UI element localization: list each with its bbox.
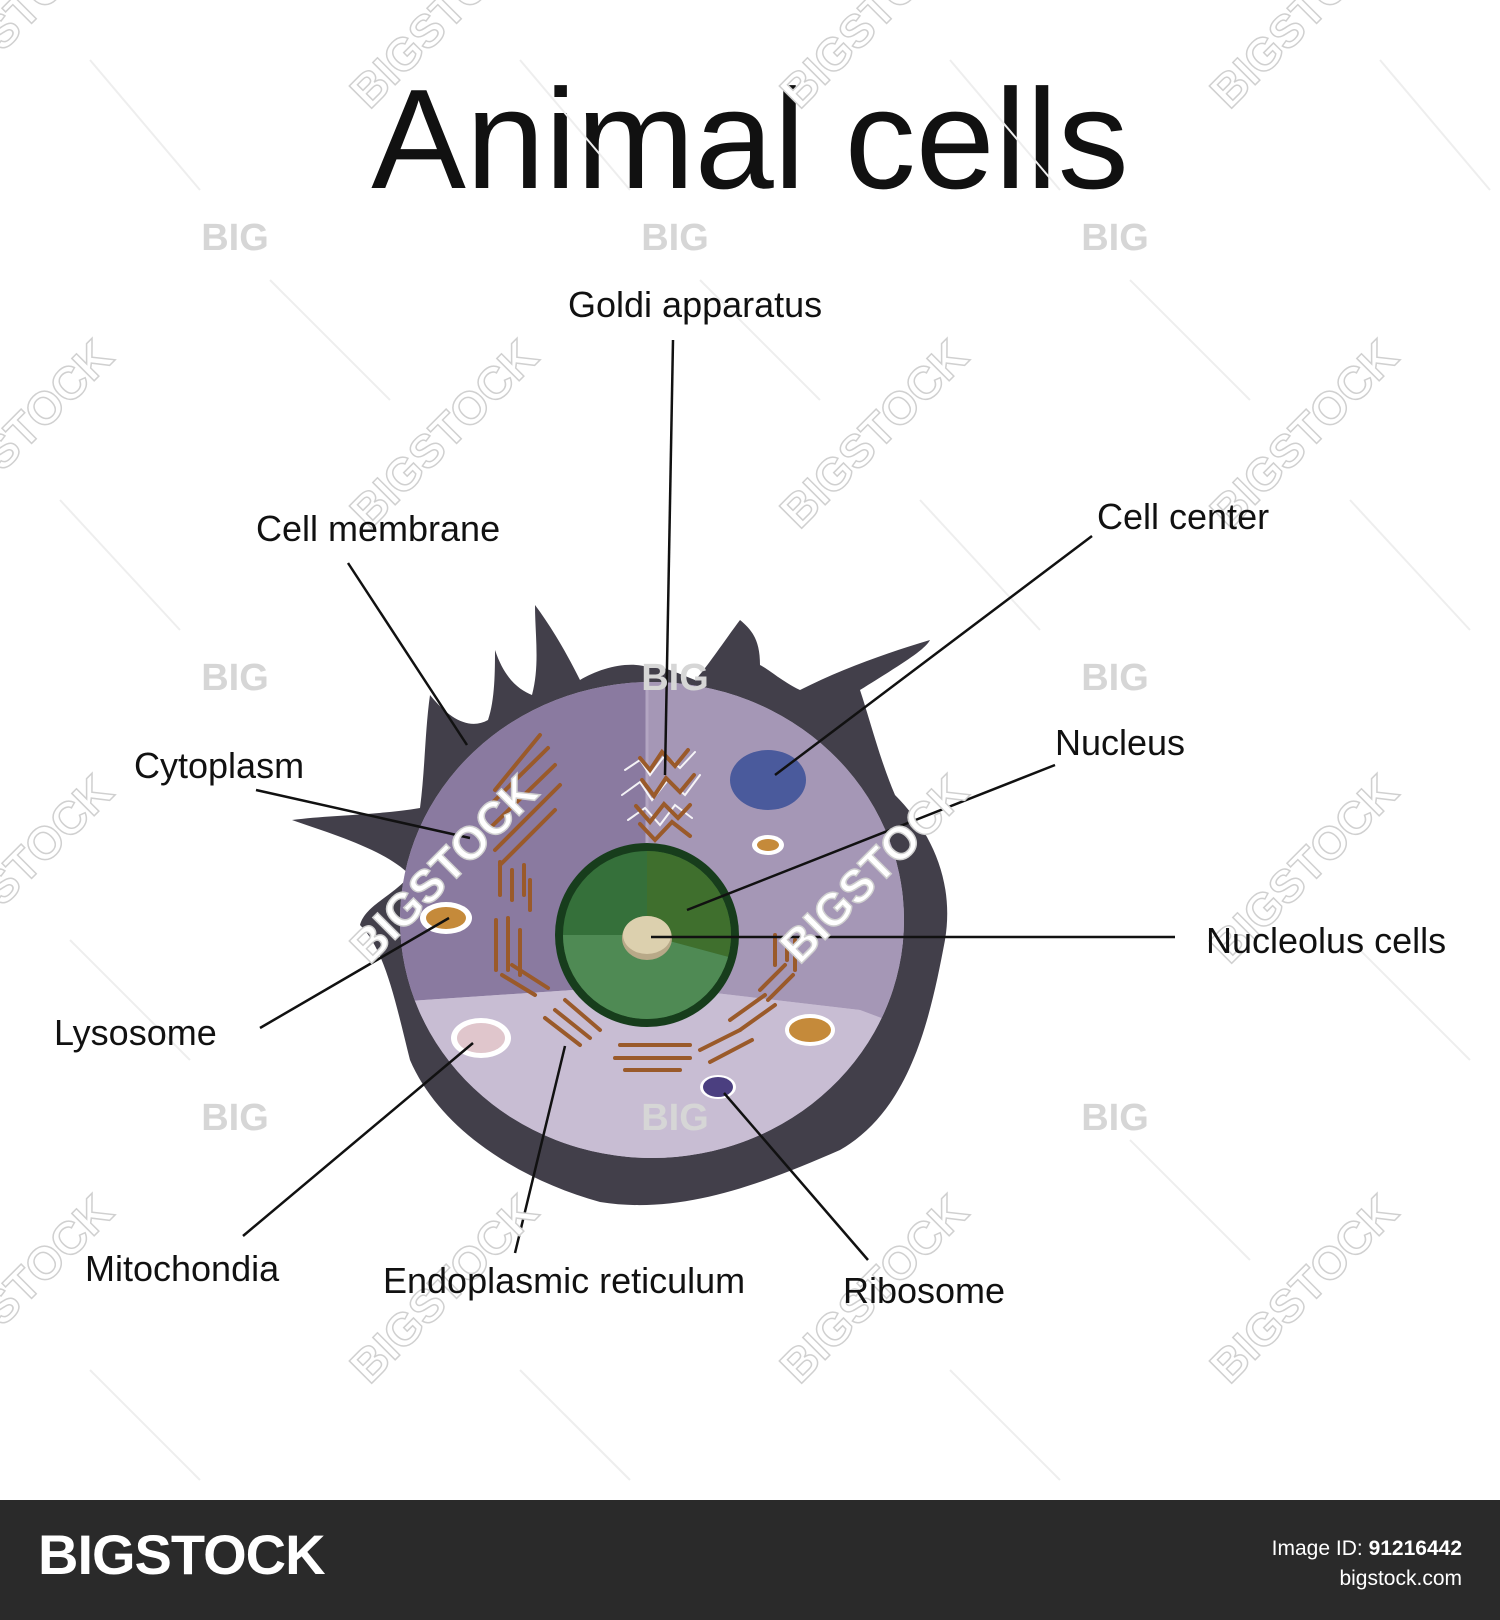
leader-lines: [242, 339, 1175, 1261]
label-golgi-apparatus: Goldi apparatus: [568, 284, 823, 325]
nucleus: [555, 843, 739, 1027]
watermark-bigstock-text-1: BIGSTOCK: [340, 330, 548, 538]
label-cell-center: Cell center: [1097, 496, 1270, 537]
watermark-bigstock-text-16: BIGSTOCK: [1200, 0, 1408, 118]
label-cell-membrane: Cell membrane: [256, 508, 501, 549]
animal-cell-diagram: BIG BIG BIG BIG BIG BIG BIG BIG BIG BIGS…: [0, 0, 1491, 1481]
bigstock-logo: BIGSTOCK: [38, 1523, 326, 1586]
watermark-big-text-9: BIG: [1081, 1097, 1149, 1139]
watermark-bigstock-text-13: BIGSTOCK: [0, 0, 123, 118]
page-title: Animal cells: [371, 60, 1129, 219]
watermark-big-text-3: BIG: [1081, 217, 1149, 259]
site-url: bigstock.com: [1339, 1567, 1462, 1590]
footer-bar: BIGSTOCK Image ID: 91216442 bigstock.com: [0, 1500, 1500, 1620]
image-id-value: 91216442: [1368, 1537, 1462, 1560]
watermark-big-text-1: BIG: [201, 217, 269, 259]
watermark-big-text-6: BIG: [1081, 657, 1149, 699]
watermark-big-text-7: BIG: [201, 1097, 269, 1139]
watermark-bigstock-text-14: BIGSTOCK: [340, 0, 548, 118]
watermark-big-text-5: BIG: [641, 657, 709, 699]
golgi-apparatus: [621, 748, 701, 843]
watermark-big-text-4: BIG: [201, 657, 269, 699]
label-mitochondria: Mitochondia: [85, 1248, 280, 1289]
watermark-bigstock-text-15: BIGSTOCK: [770, 0, 978, 118]
image-id-line: Image ID: 91216442: [1272, 1534, 1462, 1564]
watermark-big-text-2: BIG: [641, 217, 709, 259]
organelles: [420, 835, 835, 1099]
label-nucleolus-cells: Nucleolus cells: [1206, 920, 1447, 961]
label-endoplasmic-reticulum: Endoplasmic reticulum: [383, 1260, 746, 1301]
watermark-bigstock-text-8: BIGSTOCK: [0, 765, 123, 973]
label-lysosome: Lysosome: [54, 1012, 217, 1053]
watermark-bigstock-text-2: BIGSTOCK: [770, 330, 978, 538]
label-cytoplasm: Cytoplasm: [134, 745, 305, 786]
image-meta: Image ID: 91216442 bigstock.com: [1272, 1534, 1462, 1594]
endoplasmic-reticulum: [483, 733, 797, 1072]
label-nucleus: Nucleus: [1055, 722, 1186, 763]
watermark-bigstock-text-4: BIGSTOCK: [0, 330, 123, 538]
label-ribosome: Ribosome: [843, 1270, 1006, 1311]
image-id-label: Image ID:: [1271, 1537, 1363, 1560]
watermark-big: BIG BIG BIG BIG BIG BIG BIG BIG BIG: [201, 217, 1149, 1139]
watermark-lines: [59, 59, 1491, 1481]
watermark-bigstock-text-11: BIGSTOCK: [1200, 1185, 1408, 1393]
watermark-big-text-8: BIG: [641, 1097, 709, 1139]
